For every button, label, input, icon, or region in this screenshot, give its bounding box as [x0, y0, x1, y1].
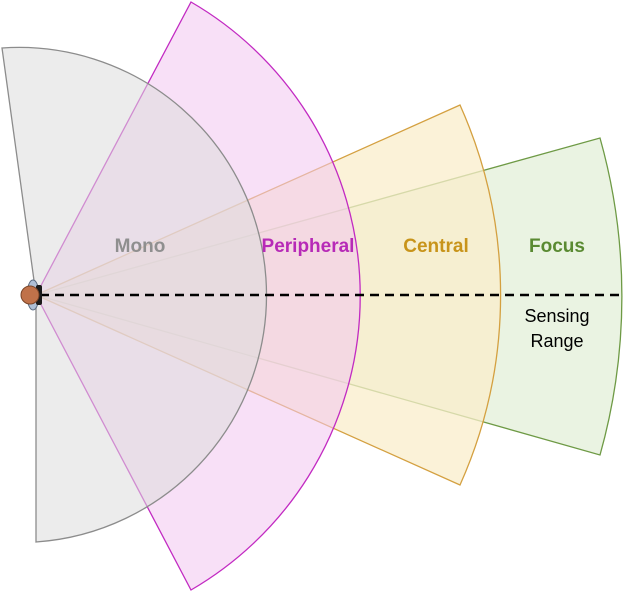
- sensing-range-label-line1: Sensing: [524, 306, 589, 326]
- central-label: Central: [403, 236, 468, 257]
- focus-label: Focus: [529, 236, 585, 257]
- sensing-range-label-line2: Range: [530, 331, 583, 351]
- head-icon: [20, 279, 42, 311]
- peripheral-label: Peripheral: [262, 236, 355, 257]
- mono-label: Mono: [115, 236, 166, 257]
